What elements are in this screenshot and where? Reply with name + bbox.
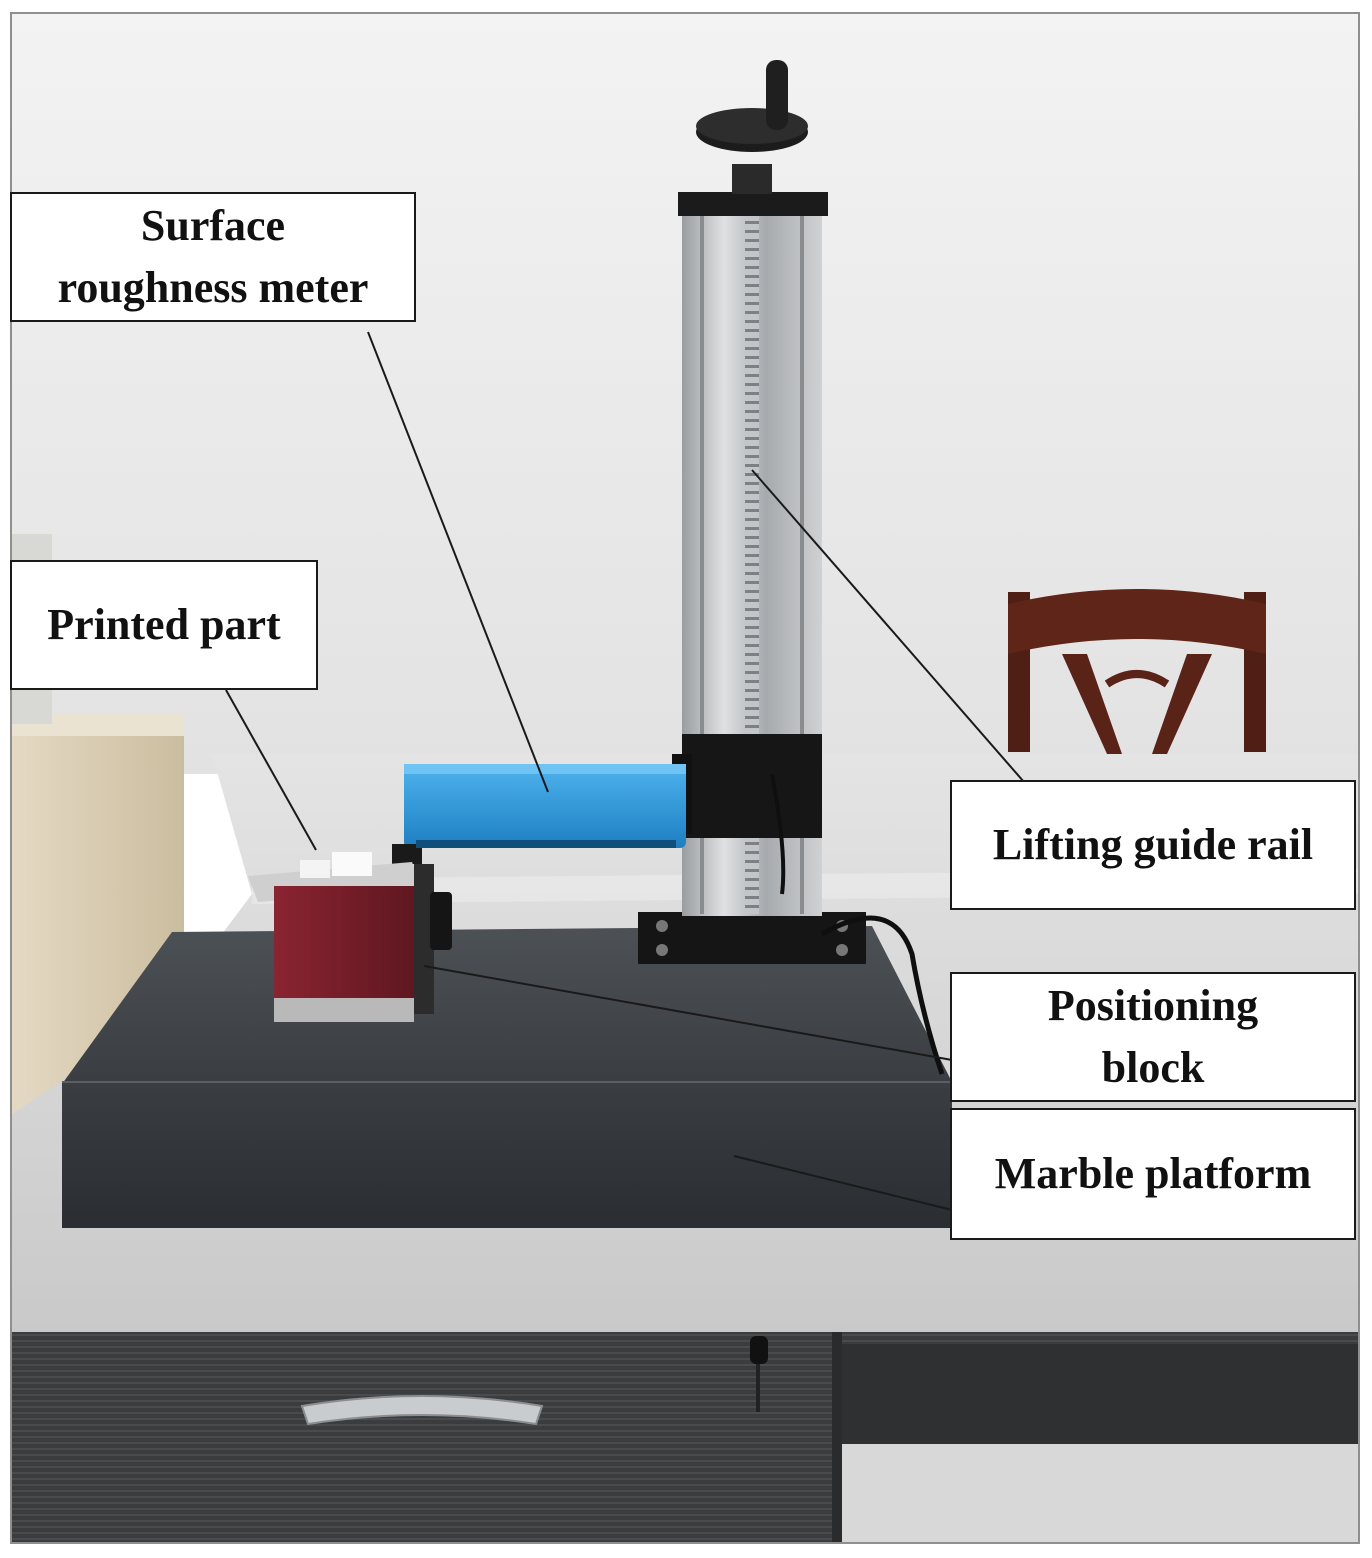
label-printed-part-text: Printed part [47, 600, 281, 650]
label-surface-line-1: Surface [140, 201, 286, 251]
leader-lifting-rail [751, 469, 1025, 783]
leader-surface-meter [367, 331, 549, 793]
leader-positioning-block [423, 965, 953, 1061]
surface-roughness-meter [392, 764, 686, 864]
label-positioning-line-1: Positioning [1047, 981, 1259, 1031]
label-printed-part: Printed part [10, 560, 318, 690]
positioning-block [274, 864, 452, 1022]
leader-marble-platform [733, 1155, 953, 1211]
desk-drawers [12, 1332, 1358, 1542]
leader-printed-part [225, 689, 317, 851]
label-lifting-rail-text: Lifting guide rail [992, 820, 1314, 870]
marble-platform [62, 926, 952, 1228]
rail-base-plate [638, 912, 866, 964]
leader-lines [225, 331, 1025, 1211]
label-positioning-line-2: block [1101, 1043, 1205, 1092]
label-positioning-block: Positioning block [950, 972, 1356, 1102]
label-surface-roughness-meter: Surface roughness meter [10, 192, 416, 322]
label-marble-platform: Marble platform [950, 1108, 1356, 1240]
chair [1008, 589, 1266, 754]
label-lifting-guide-rail: Lifting guide rail [950, 780, 1356, 910]
label-surface-line-2: roughness meter [57, 263, 369, 312]
label-marble-platform-text: Marble platform [994, 1149, 1312, 1199]
